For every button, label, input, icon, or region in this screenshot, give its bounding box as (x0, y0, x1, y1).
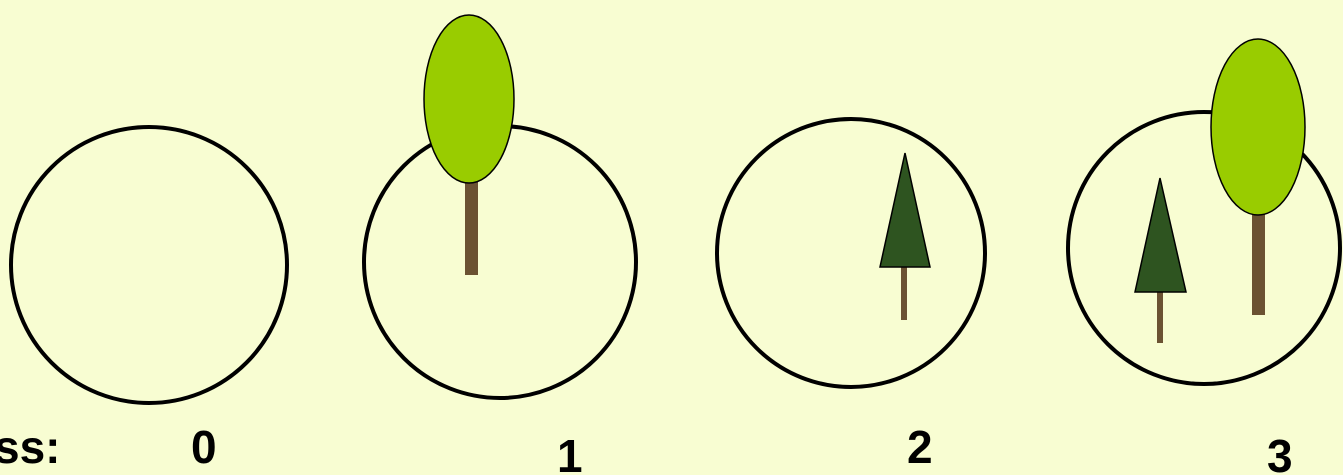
panel-label-2: 2 (907, 424, 933, 470)
plot-circle-1 (364, 126, 636, 398)
broadleaf-crown (424, 15, 514, 183)
panel-2 (717, 119, 985, 387)
tree-trunk (465, 170, 478, 275)
tree-trunk (901, 266, 907, 320)
panel-label-3: 3 (1267, 433, 1293, 475)
tree-trunk (1157, 290, 1163, 343)
broadleaf-tree-icon (1211, 39, 1305, 315)
panel-1 (364, 15, 636, 398)
broadleaf-tree-icon (424, 15, 514, 275)
plot-circle-0 (11, 127, 287, 403)
panel-3 (1068, 39, 1340, 384)
conifer-tree-icon (1135, 178, 1186, 343)
conifer-tree-icon (880, 153, 930, 320)
panel-label-1: 1 (557, 433, 583, 475)
panel-label-0: 0 (191, 424, 217, 470)
plot-circle-2 (717, 119, 985, 387)
panel-0 (11, 127, 287, 403)
tree-trunk (1252, 208, 1265, 315)
conifer-crown (1135, 178, 1186, 292)
broadleaf-crown (1211, 39, 1305, 215)
conifer-crown (880, 153, 930, 267)
prefix-label: ss: (0, 424, 60, 470)
